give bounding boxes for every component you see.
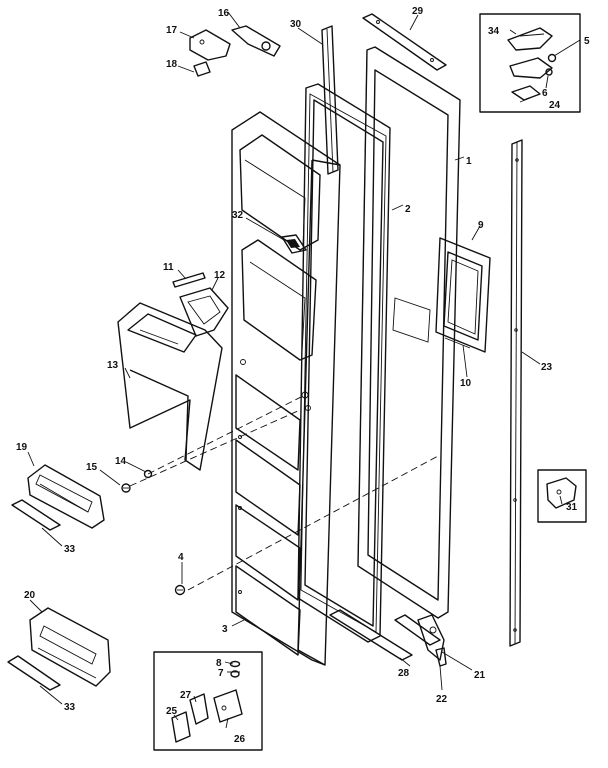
part-1-outer-door-panel (357, 46, 461, 619)
part-22-hinge-pin (435, 647, 447, 667)
callout-9: 9 (478, 220, 484, 231)
callout-33-lower: 33 (64, 702, 76, 713)
callouts: 1 2 3 4 5 6 7 8 9 10 11 12 13 14 15 16 1… (16, 6, 590, 745)
callout-26: 26 (234, 734, 246, 745)
callout-10: 10 (460, 378, 472, 389)
part-23-side-strip (509, 139, 523, 647)
inset-part-31 (537, 469, 587, 523)
part-32-label (281, 234, 307, 254)
callout-5: 5 (584, 36, 590, 47)
part-33-handle-trim-lower (7, 655, 61, 691)
part-30-trim-strip (321, 25, 339, 175)
callout-34: 34 (488, 26, 500, 37)
callout-12: 12 (214, 270, 226, 281)
part-12-funnel (179, 287, 229, 337)
callout-1: 1 (466, 156, 472, 167)
inset-top-right (479, 13, 581, 113)
part-16-latch (231, 25, 281, 57)
assembly-lines (129, 394, 441, 591)
callout-7: 7 (218, 668, 224, 679)
callout-27: 27 (180, 690, 192, 701)
callout-2: 2 (405, 204, 411, 215)
part-33-handle-trim-upper (11, 499, 61, 531)
part-20-handle (29, 607, 111, 687)
part-17-bracket (189, 29, 231, 61)
part-10-vent-seal (392, 297, 471, 349)
part-13-dispenser-chute (117, 302, 223, 471)
callout-13: 13 (107, 360, 119, 371)
part-29-top-strip (362, 13, 447, 71)
callout-14: 14 (115, 456, 127, 467)
callout-32: 32 (232, 210, 244, 221)
leader-lines (27, 11, 581, 729)
part-14-washer (143, 469, 153, 479)
callout-15: 15 (86, 462, 98, 473)
part-18-clip (193, 61, 211, 77)
callout-20: 20 (24, 590, 36, 601)
callout-29: 29 (412, 6, 424, 17)
callout-8: 8 (216, 658, 222, 669)
part-11-rod (172, 272, 206, 288)
callout-6: 6 (542, 88, 548, 99)
callout-21: 21 (474, 670, 486, 681)
inset-bottom-hinge (153, 651, 263, 751)
part-15-screw (121, 483, 131, 493)
callout-22: 22 (436, 694, 448, 705)
callout-31: 31 (566, 502, 578, 513)
callout-23: 23 (541, 362, 553, 373)
part-28-bottom-strip (329, 609, 441, 661)
callout-24: 24 (549, 100, 561, 111)
callout-19: 19 (16, 442, 28, 453)
callout-33-upper: 33 (64, 544, 76, 555)
callout-16: 16 (218, 8, 230, 19)
part-21-bottom-hinge (417, 614, 445, 661)
part-4-screw (174, 584, 186, 596)
callout-3: 3 (222, 624, 228, 635)
callout-30: 30 (290, 19, 302, 30)
part-3-inner-door-liner (231, 111, 341, 666)
callout-25: 25 (166, 706, 178, 717)
callout-28: 28 (398, 668, 410, 679)
callout-18: 18 (166, 59, 178, 70)
callout-17: 17 (166, 25, 178, 36)
part-9-vent-panel (435, 237, 491, 353)
part-19-handle (27, 464, 105, 529)
callout-11: 11 (163, 262, 174, 273)
callout-4: 4 (178, 552, 184, 563)
